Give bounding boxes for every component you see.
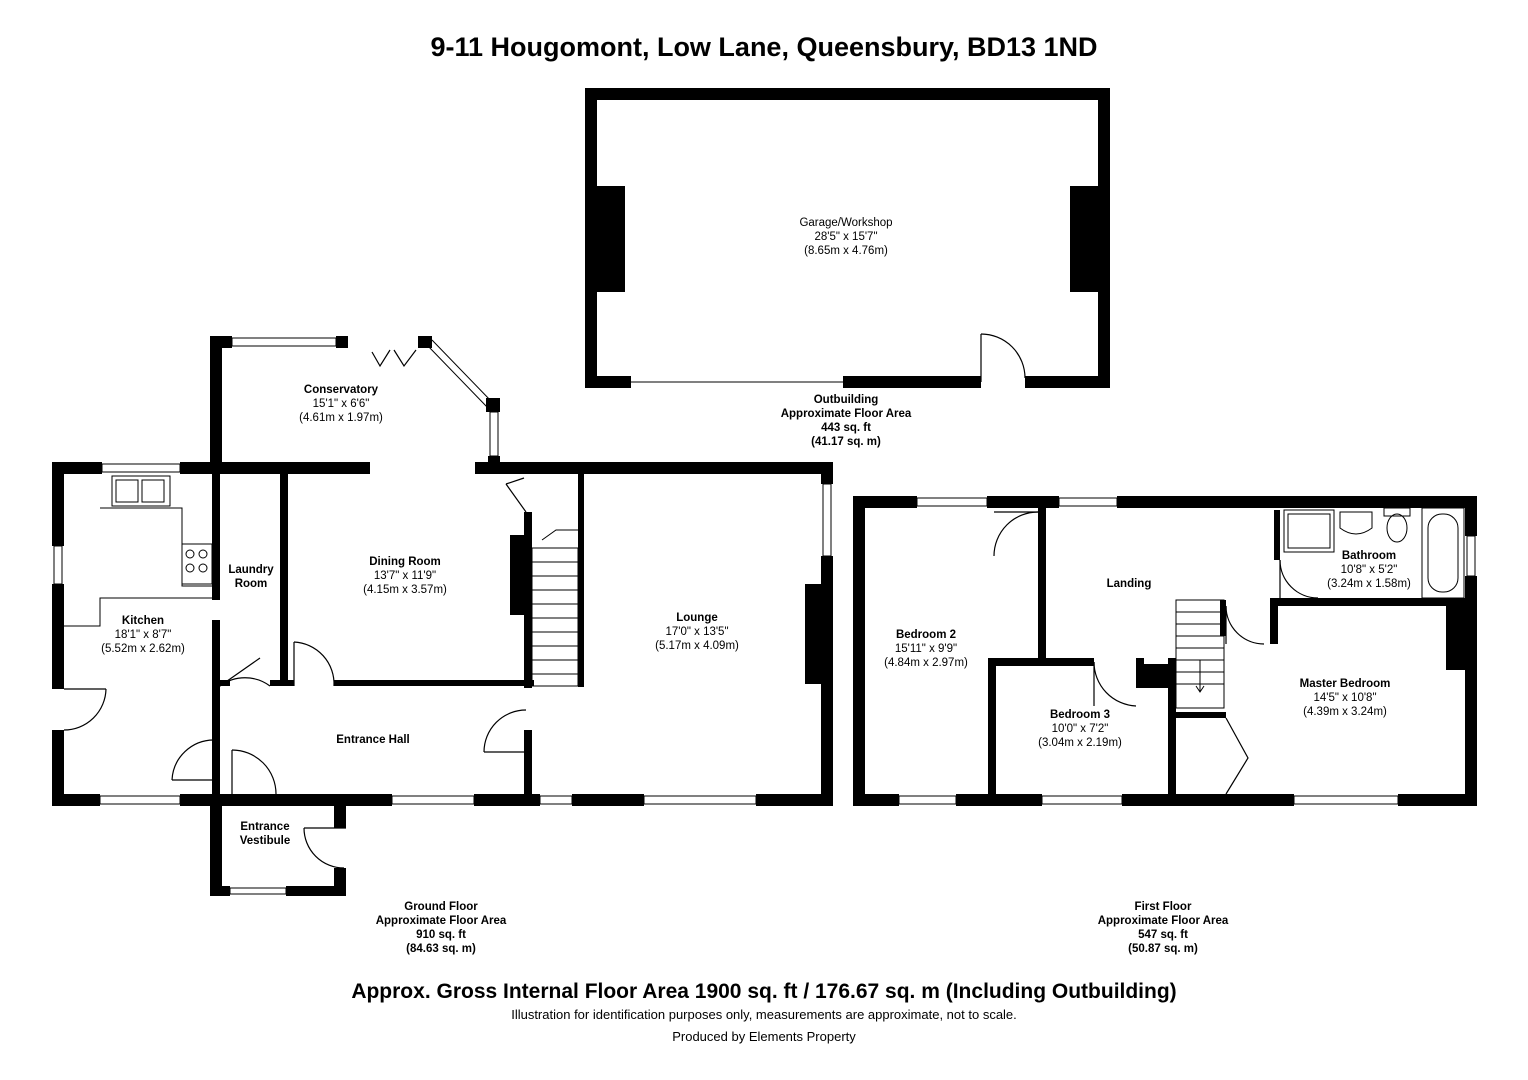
- outbuilding-area: Outbuilding Approximate Floor Area 443 s…: [781, 393, 912, 449]
- room-label-conservatory: Conservatory 15'1" x 6'6" (4.61m x 1.97m…: [299, 383, 383, 425]
- first-floor-doors: [993, 511, 1319, 795]
- room-name: Lounge: [676, 612, 718, 624]
- area-line2: Approximate Floor Area: [780, 408, 912, 420]
- room-name-line1: Entrance: [240, 821, 290, 833]
- room-dimensions-metric: (3.24m x 1.58m): [1327, 578, 1411, 590]
- garage-walls: [585, 88, 1110, 388]
- room-dimensions-imperial: 28'5" x 15'7": [814, 231, 878, 243]
- area-line3: 547 sq. ft: [1138, 929, 1188, 941]
- area-line1: Ground Floor: [404, 901, 478, 913]
- area-line1: Outbuilding: [813, 394, 879, 406]
- area-line3: 910 sq. ft: [416, 929, 466, 941]
- room-name: Conservatory: [303, 384, 379, 396]
- room-dimensions-imperial: 15'1" x 6'6": [312, 398, 370, 410]
- produced-by: Produced by Elements Property: [672, 1029, 856, 1044]
- room-dimensions-imperial: 18'1" x 8'7": [114, 629, 172, 641]
- room-name: Master Bedroom: [1299, 678, 1391, 690]
- room-dimensions-imperial: 17'0" x 13'5": [665, 626, 729, 638]
- room-dimensions-metric: (5.17m x 4.09m): [655, 640, 739, 652]
- ground-floor-stairs: [531, 529, 579, 687]
- room-dimensions-metric: (5.52m x 2.62m): [101, 643, 185, 655]
- room-name: Entrance Hall: [336, 734, 410, 746]
- room-name: Kitchen: [121, 615, 165, 627]
- room-dimensions-imperial: 10'8" x 5'2": [1340, 564, 1398, 576]
- disclaimer: Illustration for identification purposes…: [511, 1007, 1017, 1022]
- area-line1: First Floor: [1134, 901, 1192, 913]
- area-line4: (50.87 sq. m): [1128, 943, 1198, 955]
- room-dimensions-metric: (4.39m x 3.24m): [1303, 706, 1387, 718]
- room-label-lounge: Lounge 17'0" x 13'5" (5.17m x 4.09m): [655, 611, 739, 653]
- garage-side-door: [980, 333, 1026, 382]
- room-dimensions-imperial: 14'5" x 10'8": [1313, 692, 1377, 704]
- ground-floor-windows: [53, 337, 832, 895]
- area-line4: (84.63 sq. m): [406, 943, 476, 955]
- gross-floor-area: Approx. Gross Internal Floor Area 1900 s…: [351, 980, 1177, 1003]
- room-label-master-bedroom: Master Bedroom 14'5" x 10'8" (4.39m x 3.…: [1300, 677, 1391, 719]
- first-floor-area: First Floor Approximate Floor Area 547 s…: [1098, 900, 1229, 956]
- room-name: Garage/Workshop: [799, 217, 893, 229]
- room-dimensions-metric: (3.04m x 2.19m): [1038, 737, 1122, 749]
- page-title: 9-11 Hougomont, Low Lane, Queensbury, BD…: [430, 32, 1098, 62]
- room-name: Landing: [1106, 578, 1152, 590]
- area-line4: (41.17 sq. m): [811, 436, 881, 448]
- room-dimensions-metric: (8.65m x 4.76m): [804, 245, 888, 257]
- room-dimensions-metric: (4.84m x 2.97m): [884, 657, 968, 669]
- room-name: Dining Room: [369, 556, 441, 568]
- kitchen-fixtures: [64, 475, 215, 627]
- area-line3: 443 sq. ft: [821, 422, 871, 434]
- room-name: Bedroom 3: [1049, 709, 1111, 721]
- room-label-landing: Landing: [1107, 577, 1152, 591]
- room-label-dining: Dining Room 13'7" x 11'9" (4.15m x 3.57m…: [363, 555, 447, 597]
- first-floor-windows: [898, 497, 1476, 805]
- room-dimensions-metric: (4.15m x 3.57m): [363, 584, 447, 596]
- room-name-line1: Laundry: [228, 564, 274, 576]
- area-line2: Approximate Floor Area: [1097, 915, 1229, 927]
- area-line2: Approximate Floor Area: [375, 915, 507, 927]
- room-label-bedroom3: Bedroom 3 10'0" x 7'2" (3.04m x 2.19m): [1038, 708, 1122, 750]
- room-name-line2: Vestibule: [239, 835, 291, 847]
- room-label-laundry: Laundry Room: [228, 563, 273, 591]
- room-name: Bedroom 2: [895, 629, 957, 641]
- ground-floor-doors: [63, 349, 527, 869]
- ground-floor-area: Ground Floor Approximate Floor Area 910 …: [376, 900, 507, 956]
- room-dimensions-imperial: 13'7" x 11'9": [373, 570, 437, 582]
- room-label-garage: Garage/Workshop 28'5" x 15'7" (8.65m x 4…: [799, 216, 892, 258]
- room-label-bathroom: Bathroom 10'8" x 5'2" (3.24m x 1.58m): [1327, 549, 1411, 591]
- ground-floor-walls: [52, 336, 833, 896]
- room-name-line2: Room: [234, 578, 268, 590]
- room-dimensions-imperial: 10'0" x 7'2": [1051, 723, 1109, 735]
- room-dimensions-metric: (4.61m x 1.97m): [299, 412, 383, 424]
- room-label-bedroom2: Bedroom 2 15'11" x 9'9" (4.84m x 2.97m): [884, 628, 968, 670]
- room-dimensions-imperial: 15'11" x 9'9": [894, 643, 958, 655]
- room-label-kitchen: Kitchen 18'1" x 8'7" (5.52m x 2.62m): [101, 614, 185, 656]
- room-label-entrance-hall: Entrance Hall: [336, 733, 410, 747]
- room-label-vestibule: Entrance Vestibule: [240, 820, 291, 848]
- room-name: Bathroom: [1341, 550, 1397, 562]
- first-floor-walls: [853, 496, 1477, 806]
- first-floor-fixtures: [1175, 507, 1465, 709]
